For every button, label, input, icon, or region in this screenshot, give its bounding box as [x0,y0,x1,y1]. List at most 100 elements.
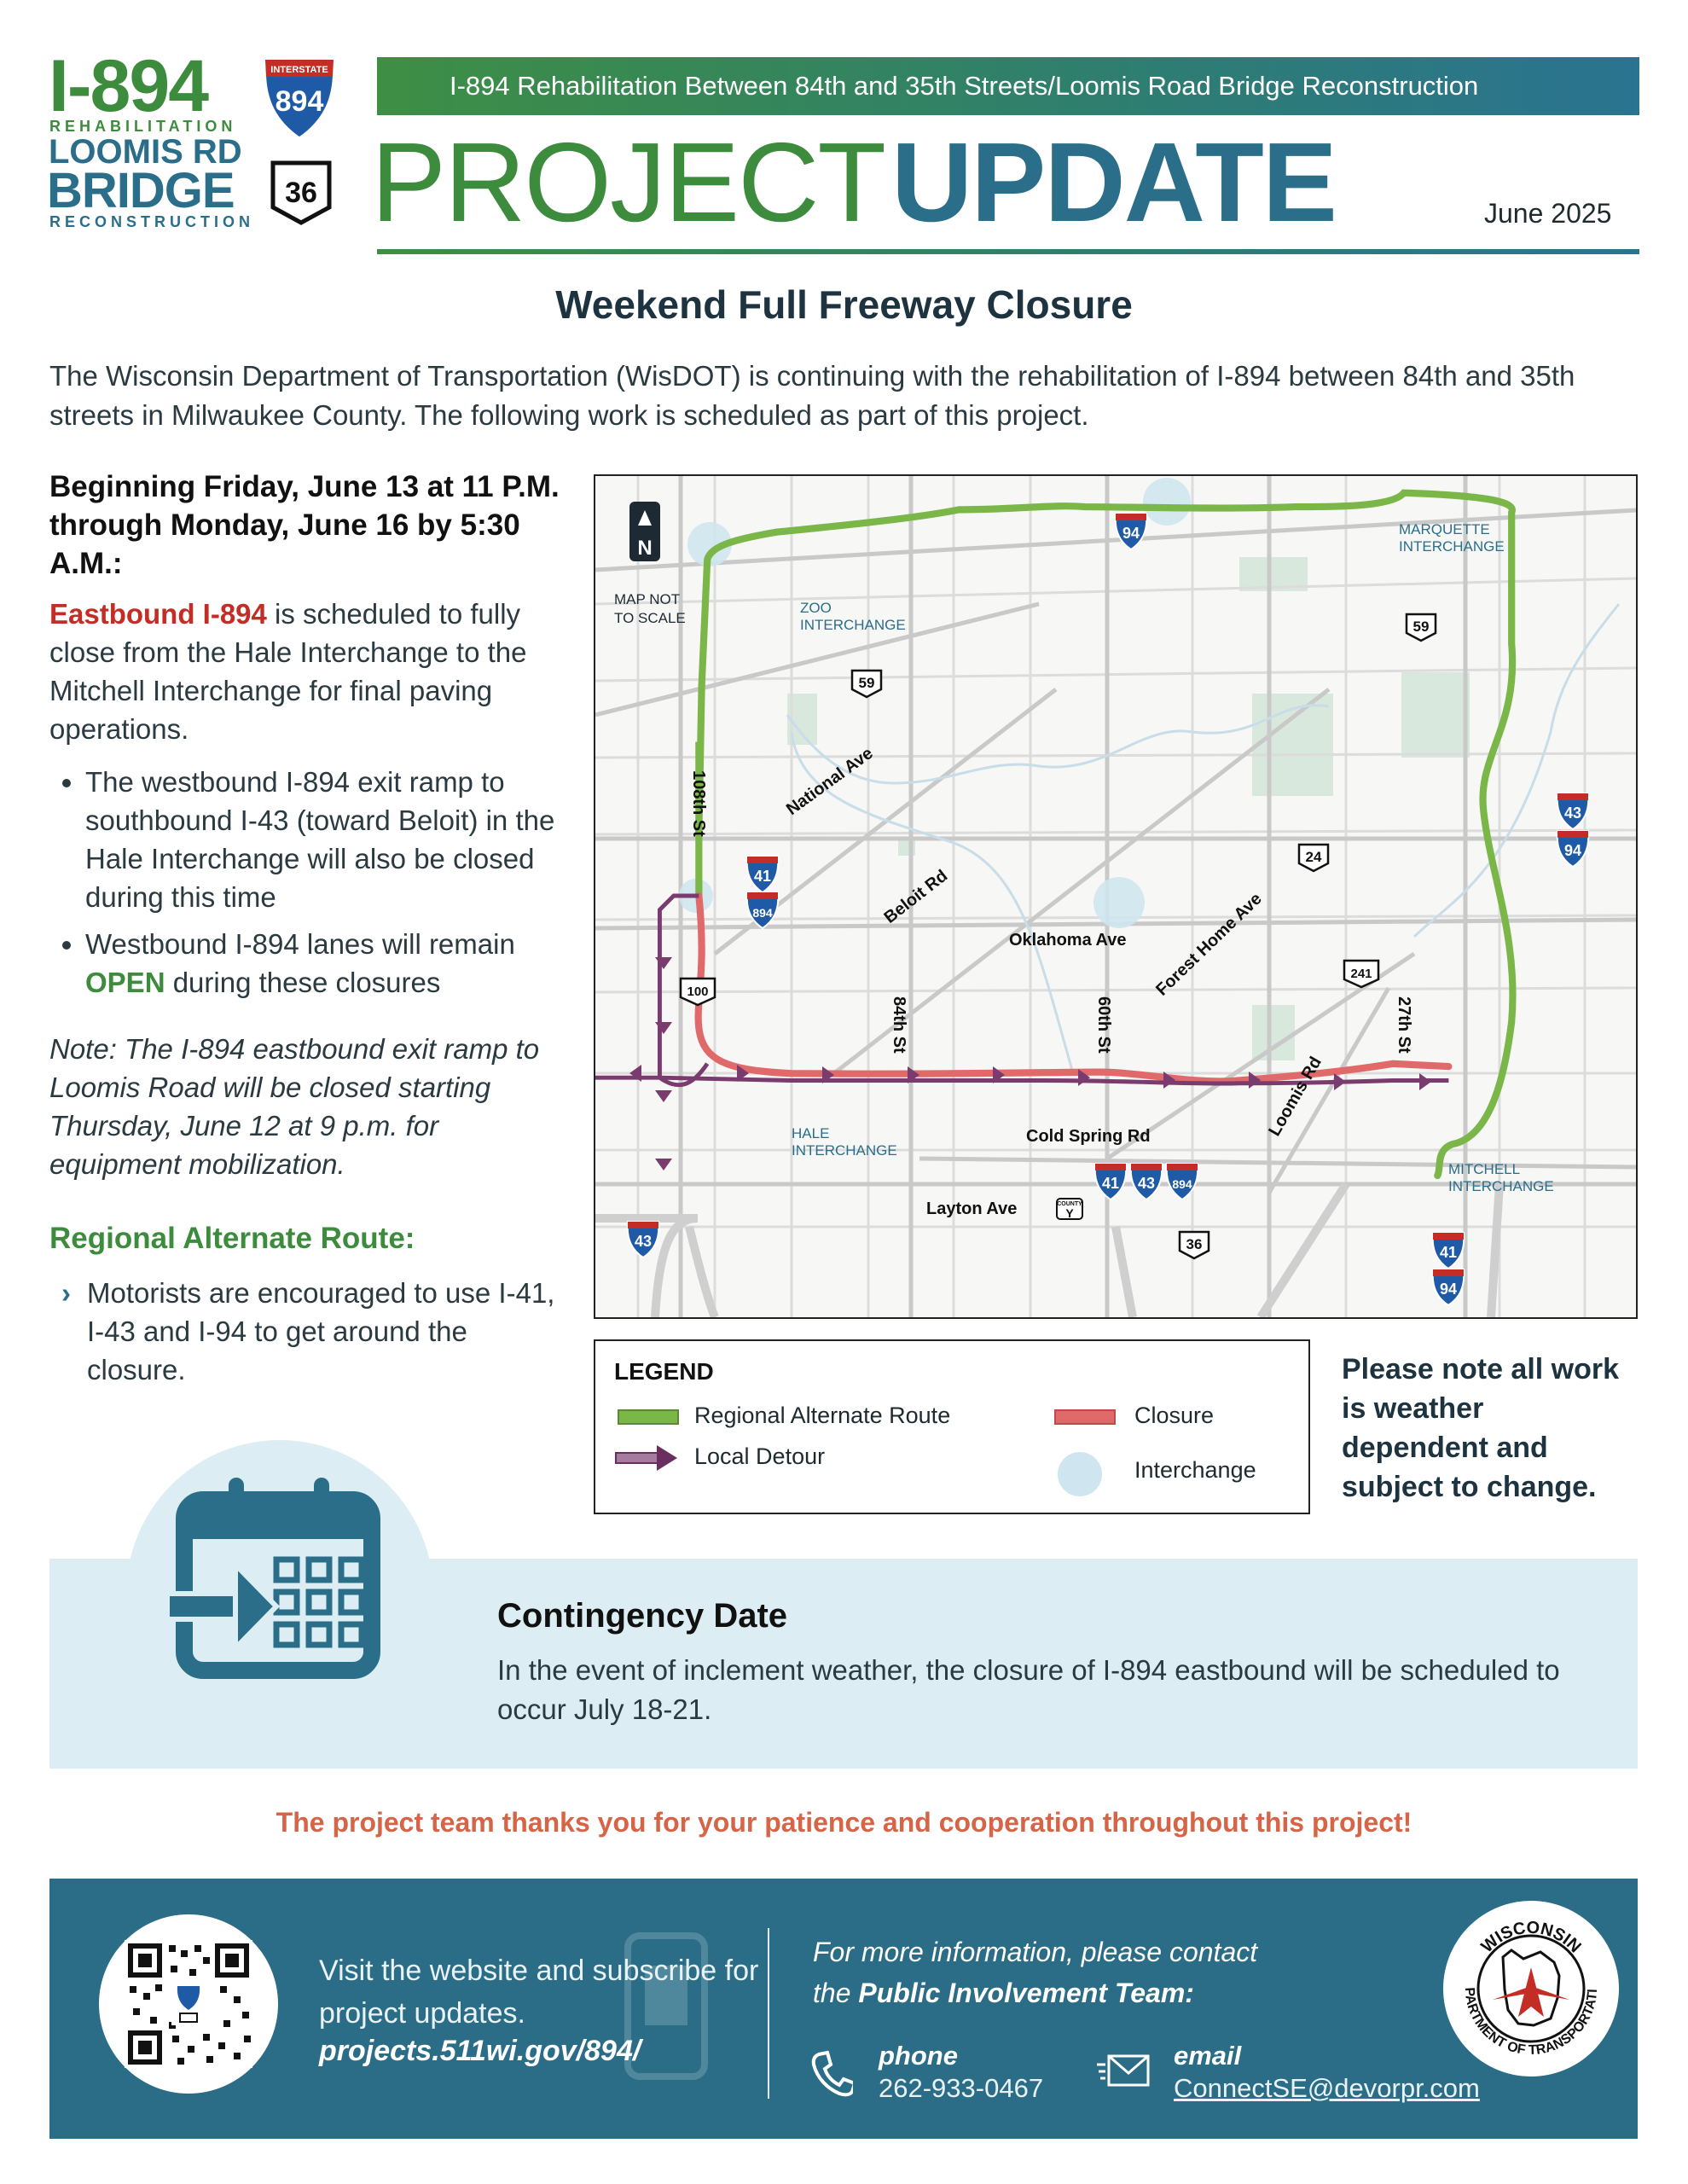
phone-label: phone [879,2041,958,2071]
stream [786,704,1330,785]
svg-text:100: 100 [687,985,708,999]
north-label: N [637,537,652,560]
shield-number: 36 [285,177,317,209]
ramp-note: Note: The I-894 eastbound exit ramp to L… [49,1033,540,1180]
legend-detour: Local Detour [694,1443,826,1469]
page-title: Weekend Full Freeway Closure [555,282,1133,327]
svg-text:24: 24 [1306,849,1322,865]
svg-text:94: 94 [1440,1281,1457,1298]
svg-text:60th St: 60th St [1094,996,1113,1054]
svg-text:Y: Y [1065,1206,1074,1220]
map-legend: LEGEND Regional Alternate Route Local De… [594,1339,1310,1514]
legend-alternate: Regional Alternate Route [694,1403,951,1428]
header-rule [377,249,1639,254]
svg-text:27th St: 27th St [1395,996,1413,1054]
i94-shield-icon: 94 [1114,513,1148,551]
logo-loomis: LOOMIS RD [49,133,242,171]
svg-text:41: 41 [1440,1244,1457,1261]
qr-code-icon[interactable] [125,1940,252,2068]
detour-arrows [629,957,1431,1170]
svg-text:894: 894 [1172,1177,1192,1191]
logo-bridge: BRIDGE [47,163,235,218]
svg-text:43: 43 [635,1233,652,1250]
project-url-link[interactable]: projects.511wi.gov/894/ [319,2035,641,2067]
svg-text:41: 41 [754,868,771,885]
bullet-ramp-closure: The westbound I-894 exit ramp to southbo… [85,763,561,916]
legend-title: LEGEND [614,1358,714,1385]
footer: Visit the website and subscribe for proj… [49,1879,1638,2139]
detour-line [659,1075,1449,1086]
interchange-swatch-icon [1058,1452,1102,1496]
team-name: Public Involvement Team: [858,1978,1194,2008]
svg-text:59: 59 [1413,619,1430,635]
alternate-route-text: Motorists are encouraged to use I-41, I-… [87,1277,555,1385]
shield-number: 894 [276,85,324,118]
legend-closure: Closure [1134,1403,1215,1428]
svg-text:MITCHELL: MITCHELL [1448,1161,1520,1177]
wi59-shield-icon: 59 [850,669,883,699]
parks [787,557,1470,1060]
svg-text:241: 241 [1350,967,1372,981]
closure-highlight: Eastbound I-894 [49,598,267,630]
scale-note: TO SCALE [614,610,686,626]
alternate-route-title: Regional Alternate Route: [49,1222,415,1255]
svg-text:108th St: 108th St [689,770,708,837]
logo-rehab: REHABILITATION [49,118,237,135]
i94-shield-icon: 94 [1556,830,1590,868]
svg-text:43: 43 [1564,804,1581,822]
svg-text:Cold Spring Rd: Cold Spring Rd [1026,1127,1151,1146]
logo-route: I-894 [49,45,209,127]
i43-shield-icon: 43 [626,1221,660,1259]
svg-text:INTERCHANGE: INTERCHANGE [1399,538,1505,555]
closure-schedule: Beginning Friday, June 13 at 11 P.M. thr… [49,470,560,580]
project-word: PROJECT [371,119,886,245]
marquette-interchange-icon [1143,478,1191,526]
wisdot-seal-icon: WISCONSIN DEPARTMENT OF TRANSPORTATION [1440,1897,1619,2077]
interstate-shields: 94 43 94 41 894 41 4 [626,513,1590,1307]
closure-description: Eastbound I-894 is scheduled to fully cl… [49,595,561,748]
i41-shield-icon: 41 [1093,1163,1128,1201]
open-highlight: OPEN [85,967,165,998]
svg-text:94: 94 [1564,842,1581,859]
wi59-shield-icon: 59 [1405,613,1437,642]
contingency-title: Contingency Date [497,1597,788,1635]
i43-shield-icon: 43 [1129,1163,1163,1201]
i894-shield-icon: 894 [1165,1163,1199,1201]
state-route-36-shield-icon: 36 [270,160,332,225]
email-label: email [1174,2041,1242,2071]
wi24-shield-icon: 24 [1297,843,1330,873]
i894-shield-icon: 894 [745,892,780,930]
wi100-shield-icon: 100 [679,977,716,1007]
weather-note: Please note all work is weather dependen… [1342,1353,1620,1503]
email-link[interactable]: ConnectSE@devorpr.com [1174,2073,1480,2103]
phone-number[interactable]: 262-933-0467 [879,2073,1044,2103]
svg-text:84th St: 84th St [890,996,908,1054]
i43-shield-icon: 43 [1556,793,1590,831]
zoo-interchange-icon [687,522,732,566]
visit-text: Visit the website and subscribe for proj… [319,1955,759,2030]
detour-arrow-icon [615,1445,677,1471]
svg-text:59: 59 [859,675,875,691]
closure-map: N MAP NOT TO SCALE ZOO INTERCHANGE MARQU… [594,474,1638,1319]
closure-bullets: The westbound I-894 exit ramp to southbo… [49,763,561,1010]
calendar-icon [167,1478,380,1679]
alternate-route-line [695,489,1517,1180]
scale-note: MAP NOT [614,591,680,607]
alternate-route-swatch [618,1409,679,1425]
thanks-message: The project team thanks you for your pat… [276,1807,1412,1838]
email-icon [1097,2054,1150,2087]
map-svg: N MAP NOT TO SCALE ZOO INTERCHANGE MARQU… [595,476,1636,1317]
bullet-westbound-open: Westbound I-894 lanes will remain OPEN d… [85,925,561,1002]
update-word: UPDATE [891,119,1337,245]
interchange-labels: ZOO INTERCHANGE MARQUETTE INTERCHANGE HA… [792,521,1554,1194]
svg-text:41: 41 [1102,1175,1119,1192]
logo-recon: RECONSTRUCTION [49,213,254,230]
footer-divider [768,1928,769,2099]
intro-paragraph: The Wisconsin Department of Transportati… [49,360,1575,431]
freeways [595,1182,1504,1317]
legend-interchange: Interchange [1134,1457,1256,1483]
phone-graphic-icon [624,1932,708,2080]
wi241-shield-icon: 241 [1343,959,1380,989]
